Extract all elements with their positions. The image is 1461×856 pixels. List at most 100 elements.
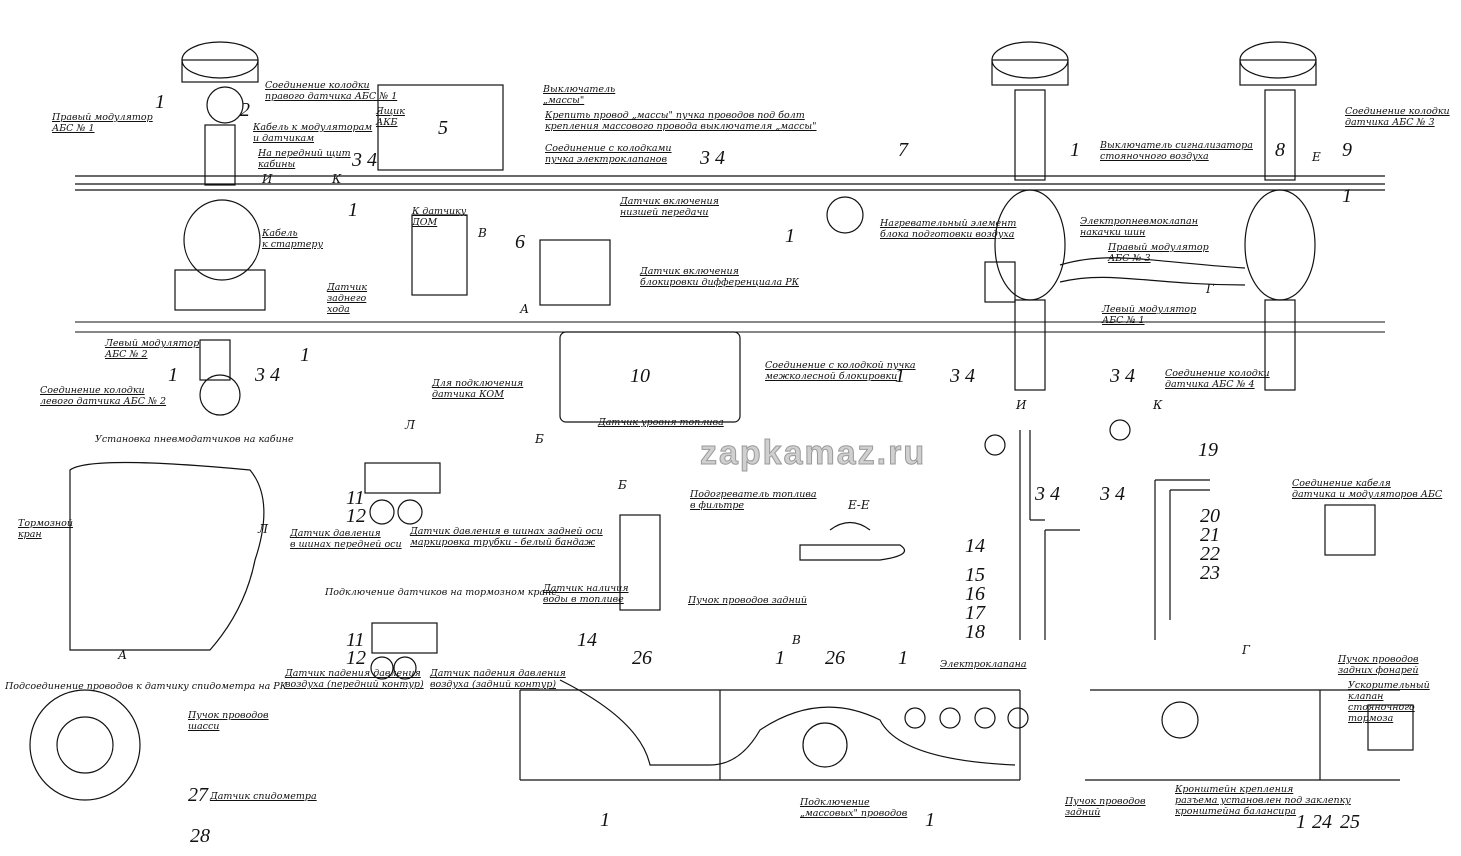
callout-9: 9	[1342, 139, 1352, 161]
callout-8: 8	[1275, 139, 1285, 161]
callout-5: 5	[438, 117, 448, 139]
harness-v	[559, 679, 1016, 766]
callout-1: 1	[785, 225, 795, 247]
callout-1: 1	[1342, 185, 1352, 207]
label-rear-harness-b: Пучок проводов задний	[688, 595, 807, 606]
letter-b-detail: Б	[618, 478, 627, 492]
section-ee	[799, 521, 905, 561]
callout-11: 11	[346, 487, 365, 509]
label-mass-wire: Крепить провод „массы" пучка проводов по…	[545, 110, 817, 132]
detail-g-frame	[1085, 689, 1400, 781]
callout-19: 20	[1200, 505, 1220, 527]
label-rear-circuit: Датчик падения давления воздуха (задний …	[430, 668, 566, 690]
upper-frame-rail	[75, 175, 1385, 191]
callout-25: 26	[632, 647, 652, 669]
callout-3-4: 3 4	[352, 149, 377, 171]
callout-11: 11	[346, 629, 365, 651]
callout-3-4: 3 4	[255, 364, 280, 386]
label-park-switch: Выключатель сигнализатора стояночного во…	[1100, 140, 1253, 162]
flange-v	[802, 722, 848, 768]
label-battery-box: Ящик АКБ	[376, 106, 405, 128]
callout-3-4: 3 4	[1100, 483, 1125, 505]
callout-26: 27	[188, 784, 208, 806]
callout-12: 12	[346, 647, 366, 669]
label-speedo-title: Подсоединение проводов к датчику спидоме…	[5, 681, 288, 692]
rear-axle	[1239, 41, 1317, 391]
letter-v-detail: В	[792, 633, 801, 647]
callout-1: 1	[1296, 811, 1306, 833]
letter-e: Е	[1312, 150, 1321, 164]
label-dom-sensor: К датчику ДОМ	[412, 206, 467, 228]
front-wheel-hub-top	[181, 41, 259, 186]
callout-3-4: 3 4	[1110, 365, 1135, 387]
letter-ee: Е-Е	[848, 498, 870, 512]
label-heater: Нагревательный элемент блока подготовки …	[880, 218, 1017, 240]
letter-l-cab: Л	[258, 522, 269, 536]
callout-1: 1	[155, 91, 165, 113]
callout-10: 10	[630, 365, 650, 387]
brake-valve-l	[364, 462, 441, 494]
gearbox	[539, 239, 611, 306]
steering-box	[174, 199, 266, 311]
callout-1: 1	[300, 344, 310, 366]
middle-axle	[984, 41, 1069, 391]
prop-shaft	[1059, 257, 1246, 286]
callout-27: 28	[190, 825, 210, 847]
label-abs1-sensor: Соединение колодки правого датчика АБС №…	[265, 80, 398, 102]
label-left-mod1: Левый модулятор АБС № 1	[1102, 304, 1197, 326]
callout-24: 25	[1340, 811, 1360, 833]
letter-l: Л	[405, 418, 416, 432]
letter-a: А	[520, 302, 530, 316]
callout-12: 12	[346, 505, 366, 527]
fuel-tank	[559, 331, 741, 423]
park-valve	[1367, 704, 1414, 751]
label-brake-valve: Тормозной кран	[18, 518, 74, 540]
electrovalves	[904, 707, 1029, 729]
callout-15: 16	[965, 583, 985, 605]
callout-13: 14	[965, 535, 985, 557]
callout-1: 1	[348, 199, 358, 221]
detail-i	[1019, 430, 1080, 640]
label-left-mod2: Левый модулятор АБС № 2	[105, 338, 200, 360]
letter-i-detail: И	[1016, 398, 1027, 412]
label-abs4-sensor: Соединение колодки датчика АБС № 4	[1165, 368, 1270, 390]
callout-14: 15	[965, 564, 985, 586]
label-mass-switch: Выключатель „массы"	[543, 84, 616, 106]
label-bracket: Кронштейн крепления разъема установлен п…	[1175, 784, 1351, 817]
label-tire-valve: Электропневмоклапан накачки шин	[1080, 216, 1198, 238]
label-rear-harness-g: Пучок проводов задний	[1065, 796, 1146, 818]
letter-g-detail: Г	[1242, 643, 1250, 657]
callout-1: 1	[775, 647, 785, 669]
callout-22: 23	[1200, 562, 1220, 584]
callout-3-4: 3 4	[700, 147, 725, 169]
label-abs3-sensor: Соединение колодки датчика АБС № 3	[1345, 106, 1450, 128]
air-dryer	[826, 196, 864, 234]
label-chassis-harness: Пучок проводов шасси	[188, 710, 269, 732]
label-kom: Для подключения датчика КОМ	[432, 378, 524, 400]
abs-connector	[1324, 504, 1376, 556]
cab-detail-outline	[69, 461, 265, 651]
brake-valve-2	[371, 622, 438, 654]
letter-a-detail: А	[118, 648, 128, 662]
fuel-filter	[619, 514, 661, 611]
label-reverse: Датчик заднего хода	[327, 282, 368, 315]
callout-1: 1	[600, 809, 610, 831]
callout-16: 17	[965, 602, 985, 624]
detail-k	[1154, 479, 1210, 640]
battery-box	[377, 84, 504, 171]
callout-21: 22	[1200, 543, 1220, 565]
label-right-mod3: Правый модулятор АБС № 3	[1108, 242, 1209, 264]
label-cab-sensors: Установка пневмодатчиков на кабине	[95, 434, 294, 445]
label-tail-harness: Пучок проводов задних фонарей	[1338, 654, 1419, 676]
label-park-valve: Ускорительный клапан стояночного тормоза	[1348, 680, 1430, 724]
callout-18: 19	[1198, 439, 1218, 461]
label-brake-title: Подключение датчиков на тормозном кране	[325, 587, 558, 598]
label-abs2-sensor: Соединение колодки левого датчика АБС № …	[40, 385, 167, 407]
callout-1: 1	[898, 647, 908, 669]
callout-1: 1	[168, 364, 178, 386]
detail-v-frame	[519, 689, 1021, 781]
label-abs-cable: Соединение кабеля датчика и модуляторов …	[1292, 478, 1443, 500]
label-front-circuit: Датчик падения давления воздуха (передни…	[285, 668, 424, 690]
